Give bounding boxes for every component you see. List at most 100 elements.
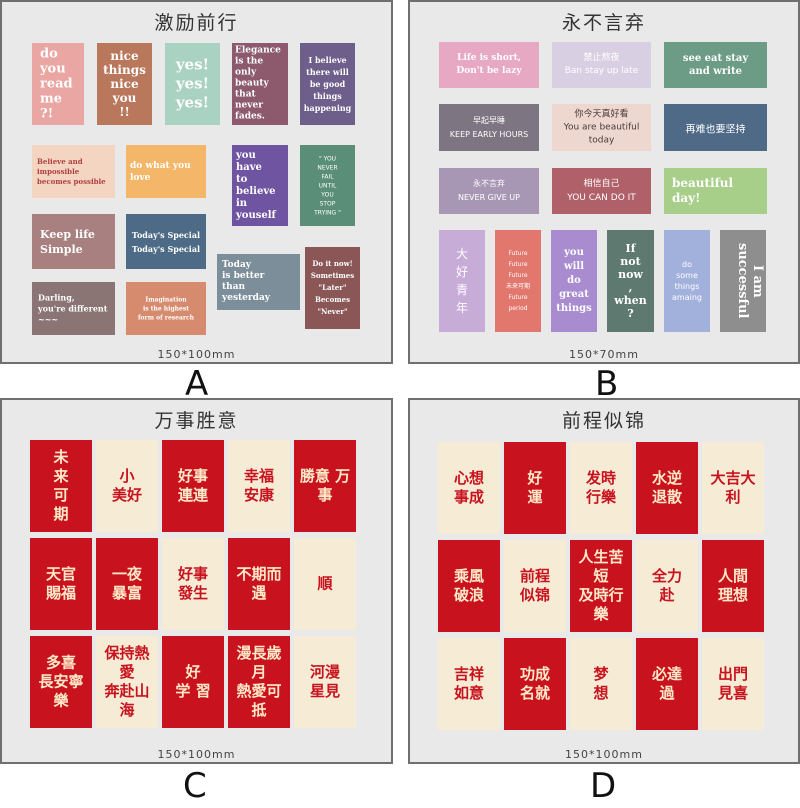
- panel-a-size: 150*100mm: [157, 348, 236, 361]
- sticker-card: 水逆 退散: [636, 442, 698, 534]
- card-text: 禁止熬夜 Ban stay up late: [564, 53, 639, 76]
- sticker-card: Life is short, Don't be lazy: [439, 42, 539, 88]
- sticker-card: 順: [294, 538, 356, 630]
- sticker-card: 大吉大利: [702, 442, 764, 534]
- panel-a: 激励前行 do you read me ?! nice things nice …: [0, 0, 393, 364]
- card-text: Elegance is the only beauty that never f…: [235, 45, 281, 122]
- card-text: Imagination is the highest form of resea…: [137, 296, 195, 321]
- card-text: 发時 行樂: [585, 469, 616, 506]
- card-text: do what you love: [130, 160, 191, 183]
- card-text: 多喜 長安寧樂: [38, 653, 84, 710]
- sticker-card: 好 学 習: [162, 636, 224, 728]
- card-text: 勝意 万事: [299, 467, 351, 504]
- sticker-card: you have to believe in youself: [232, 145, 288, 226]
- sticker-card: Believe and impossible becomes possible: [32, 145, 115, 198]
- card-text: 保持熱愛 奔赴山海: [104, 644, 150, 719]
- card-text: Future Future Future 未来可期 Future period: [505, 250, 530, 312]
- sticker-card: 乘風 破浪: [438, 540, 500, 632]
- card-text: Life is short, Don't be lazy: [456, 53, 522, 76]
- sticker-card: do some things amaing: [664, 230, 710, 332]
- sticker-card: If not now , when ?: [607, 230, 654, 332]
- card-text: Believe and impossible becomes possible: [37, 156, 106, 186]
- sticker-card: Future Future Future 未来可期 Future period: [495, 230, 541, 332]
- card-text: 河漫 星見: [309, 663, 340, 700]
- card-text: 乘風 破浪: [453, 567, 484, 604]
- panel-a-title: 激励前行: [154, 12, 239, 34]
- sticker-card: I believe there will be good things happ…: [300, 43, 355, 125]
- card-text: 必達 過: [651, 665, 682, 702]
- sticker-card: see eat stay and write: [664, 42, 767, 88]
- card-text: 好事 發生: [177, 565, 208, 602]
- card-text: 好事 連連: [177, 467, 208, 504]
- sticker-card: 保持熱愛 奔赴山海: [96, 636, 158, 728]
- card-text: you will do great things: [556, 247, 592, 314]
- card-text: 功成 名就: [519, 665, 550, 702]
- card-text: beautiful day!: [672, 176, 734, 205]
- sticker-card: yes! yes! yes!: [165, 43, 220, 125]
- card-text: 人生苦短 及時行樂: [578, 548, 624, 623]
- card-text: 大 好 青 年: [455, 247, 468, 315]
- panel-c: 万事胜意 未 来 可 期小 美好好事 連連幸福 安康勝意 万事天官 賜福一夜 暴…: [0, 398, 393, 764]
- sticker-card: Imagination is the highest form of resea…: [126, 282, 206, 335]
- sticker-card: 出門 見喜: [702, 638, 764, 730]
- sticker-card: 早起早睡 KEEP EARLY HOURS: [439, 104, 539, 151]
- sticker-card: 永不言弃 NEVER GIVE UP: [439, 168, 539, 214]
- sticker-card: 天官 賜福: [30, 538, 92, 630]
- card-text: 一夜 暴富: [111, 565, 142, 602]
- card-text: 好 学 習: [175, 663, 211, 700]
- card-text: you have to believe in youself: [236, 149, 276, 221]
- sticker-card: Elegance is the only beauty that never f…: [232, 43, 288, 125]
- sticker-card: 人間 理想: [702, 540, 764, 632]
- sticker-card: you will do great things: [551, 230, 597, 332]
- panel-b-title: 永不言弃: [561, 12, 646, 34]
- panel-d-size: 150*100mm: [565, 748, 643, 761]
- sticker-card: 你今天真好看 You are beautiful today: [552, 104, 651, 151]
- card-text: 大吉大利: [710, 469, 756, 506]
- card-text: Today's Special Today's Special: [131, 229, 201, 254]
- sticker-card: 好事 發生: [162, 538, 224, 630]
- sticker-card: 前程 似锦: [504, 540, 566, 632]
- sticker-card: beautiful day!: [664, 168, 767, 214]
- sticker-card: " YOU NEVER FAIL UNTIL YOU STOP TRYING ": [300, 145, 355, 226]
- sticker-card: 好事 連連: [162, 440, 224, 532]
- sticker-card: Darling, you're different ~~~: [32, 282, 115, 335]
- card-text: I am successful: [735, 243, 765, 319]
- card-text: 好 運: [527, 469, 543, 506]
- card-text: 心想 事成: [453, 469, 484, 506]
- sticker-card: I am successful: [720, 230, 766, 332]
- sticker-card: Today is better than yesterday: [217, 254, 300, 310]
- sticker-card: 勝意 万事: [294, 440, 356, 532]
- sticker-card: 发時 行樂: [570, 442, 632, 534]
- sticker-card: 不期而遇: [228, 538, 290, 630]
- card-text: Keep life Simple: [40, 227, 95, 256]
- sticker-card: 必達 過: [636, 638, 698, 730]
- sticker-card: 未 来 可 期: [30, 440, 92, 532]
- card-text: see eat stay and write: [682, 53, 749, 77]
- card-text: I believe there will be good things happ…: [303, 55, 352, 113]
- card-text: 人間 理想: [717, 567, 748, 604]
- card-text: 前程 似锦: [519, 567, 550, 604]
- label-a: A: [185, 364, 209, 404]
- sticker-card: nice things nice you !!: [97, 43, 152, 125]
- card-text: 不期而遇: [236, 565, 282, 602]
- card-text: 永不言弃 NEVER GIVE UP: [458, 179, 520, 202]
- sticker-card: 功成 名就: [504, 638, 566, 730]
- card-text: 天官 賜福: [45, 565, 76, 602]
- panel-c-title: 万事胜意: [154, 410, 239, 432]
- card-text: do you read me ?!: [40, 46, 73, 122]
- card-text: If not now , when ?: [614, 242, 647, 320]
- sticker-card: 多喜 長安寧樂: [30, 636, 92, 728]
- sticker-card: 好 運: [504, 442, 566, 534]
- card-text: 出門 見喜: [717, 665, 748, 702]
- sticker-card: 全力 赴: [636, 540, 698, 632]
- card-text: 水逆 退散: [651, 469, 682, 506]
- sticker-card: 小 美好: [96, 440, 158, 532]
- panel-d: 前程似锦 心想 事成好 運发時 行樂水逆 退散大吉大利乘風 破浪前程 似锦人生苦…: [408, 398, 800, 764]
- label-d: D: [590, 766, 617, 806]
- sticker-card: 一夜 暴富: [96, 538, 158, 630]
- sticker-card: 大 好 青 年: [439, 230, 485, 332]
- sticker-card: do what you love: [126, 145, 206, 198]
- card-text: 未 来 可 期: [53, 448, 69, 523]
- sticker-card: Keep life Simple: [32, 214, 115, 269]
- card-text: 梦 想: [593, 665, 609, 702]
